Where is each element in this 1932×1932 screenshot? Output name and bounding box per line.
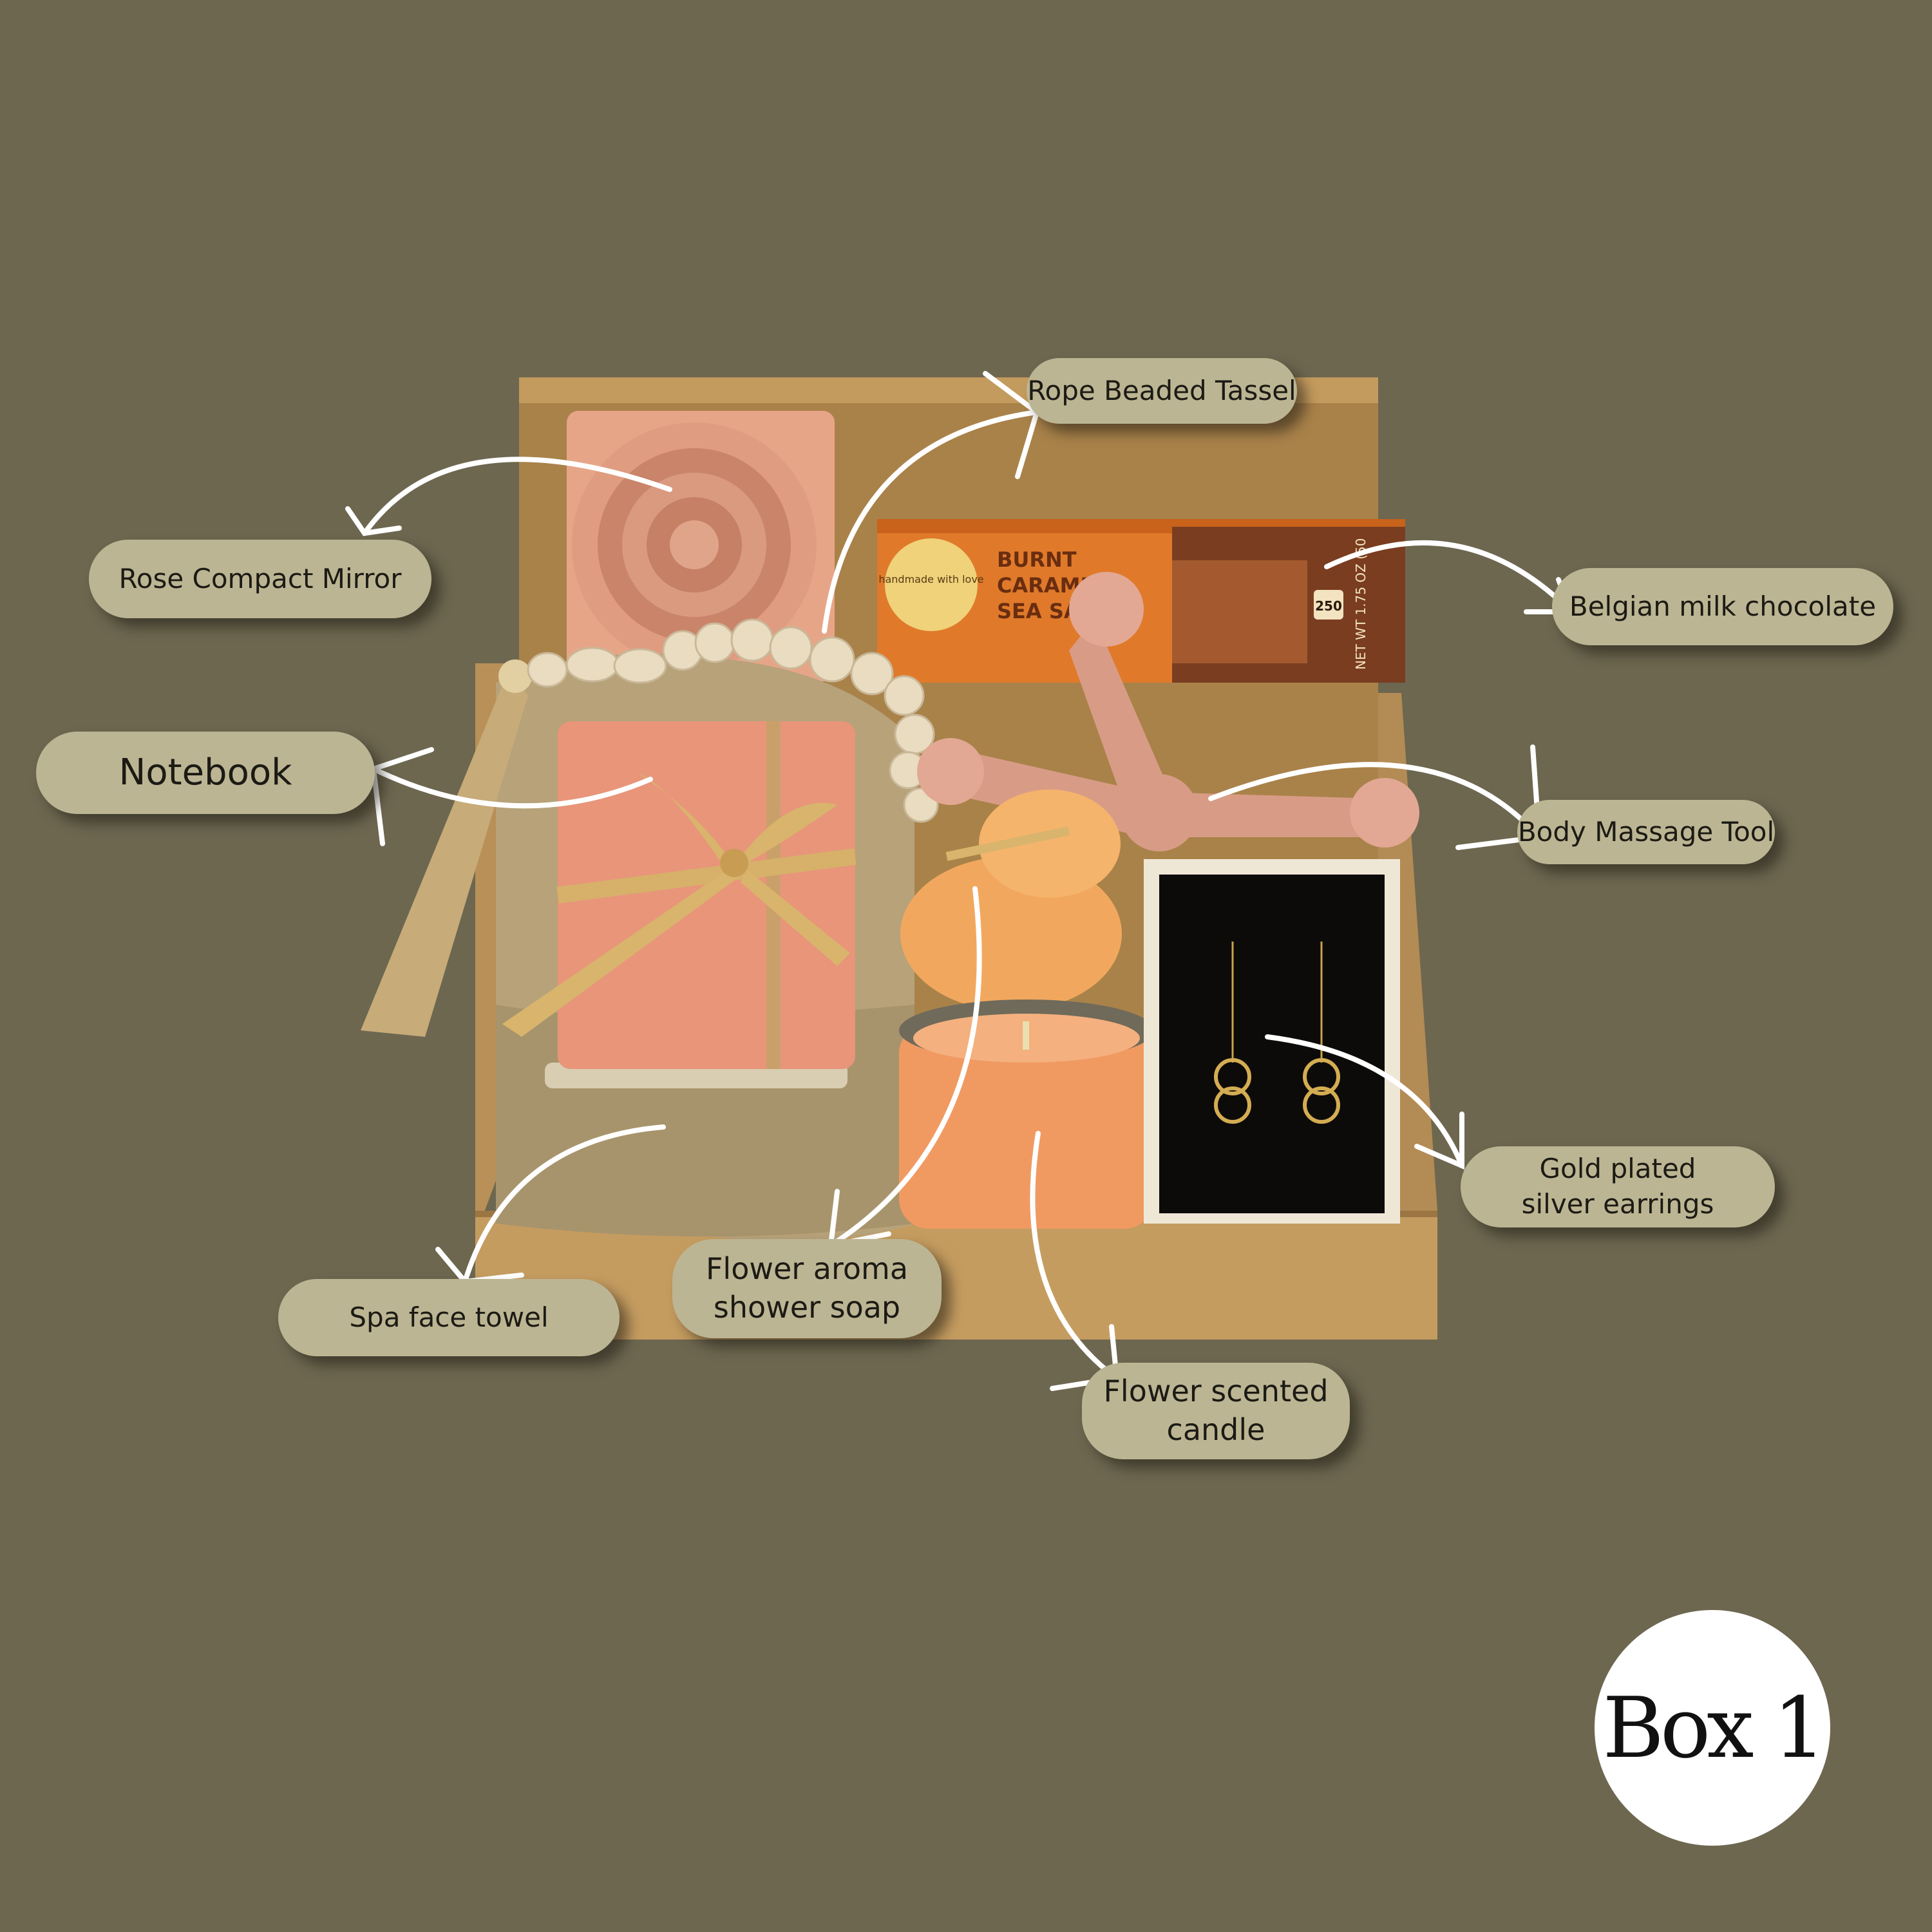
label-body-massage-tool: Body Massage Tool <box>1517 800 1775 864</box>
chocolate-line-1: BURNT <box>997 547 1077 572</box>
arrow-tassel <box>822 410 1039 634</box>
label-scented-candle: Flower scented candle <box>1082 1363 1350 1459</box>
label-rose-compact-mirror-text: Rose Compact Mirror <box>118 562 402 594</box>
arrow-chocolate <box>1324 540 1574 614</box>
arrow-earrings-head <box>1414 1112 1464 1170</box>
arrow-notebook-head <box>370 747 434 846</box>
arrow-notebook <box>371 766 653 809</box>
label-body-massage-tool-text: Body Massage Tool <box>1517 815 1775 848</box>
label-shower-soap-line-2: shower soap <box>713 1290 901 1325</box>
box-number-badge: Box 1 <box>1595 1610 1830 1846</box>
earrings-gift-box <box>1144 859 1400 1224</box>
label-gold-earrings: Gold plated silver earrings <box>1461 1146 1775 1227</box>
label-rope-beaded-tassel: Rope Beaded Tassel <box>1027 358 1297 424</box>
arrow-mirror <box>362 457 672 536</box>
arrow-soap <box>828 886 982 1248</box>
flower-scented-candle <box>899 999 1154 1229</box>
label-shower-soap: Flower aroma shower soap <box>672 1239 942 1338</box>
rope-tassel <box>361 659 532 1037</box>
belgian-chocolate-bar: handmade with love BURNT CARAMEL SEA SAL… <box>877 519 1405 683</box>
arrow-massage <box>1208 762 1542 840</box>
wooden-beads <box>527 618 939 823</box>
label-shower-soap-line-1: Flower aroma <box>705 1251 909 1287</box>
arrow-earrings <box>1265 1034 1464 1168</box>
chocolate-badge-text: handmade with love <box>878 573 983 585</box>
label-notebook-text: Notebook <box>118 751 292 793</box>
notebook <box>502 721 857 1088</box>
label-scented-candle-line-2: candle <box>1166 1412 1265 1447</box>
label-rope-beaded-tassel-text: Rope Beaded Tassel <box>1027 374 1296 406</box>
flower-shower-soap <box>900 790 1122 1011</box>
box-number-text: Box 1 <box>1602 1679 1826 1777</box>
label-rose-compact-mirror: Rose Compact Mirror <box>89 540 431 618</box>
label-spa-face-towel: Spa face towel <box>278 1279 620 1356</box>
chocolate-calories: 250 <box>1315 598 1342 614</box>
arrow-towel <box>462 1124 666 1284</box>
label-scented-candle-line-1: Flower scented <box>1103 1374 1329 1409</box>
label-gold-earrings-line-2: silver earrings <box>1521 1188 1714 1220</box>
label-belgian-milk-chocolate-text: Belgian milk chocolate <box>1569 590 1877 622</box>
arrow-candle <box>1030 1131 1119 1381</box>
label-belgian-milk-chocolate: Belgian milk chocolate <box>1552 568 1893 645</box>
label-spa-face-towel-text: Spa face towel <box>349 1301 549 1333</box>
label-gold-earrings-line-1: Gold plated <box>1539 1153 1696 1185</box>
arrow-mirror-head <box>345 506 402 536</box>
label-notebook: Notebook <box>36 732 375 814</box>
chocolate-net-weight: NET WT 1.75 OZ (50 <box>1353 538 1368 670</box>
